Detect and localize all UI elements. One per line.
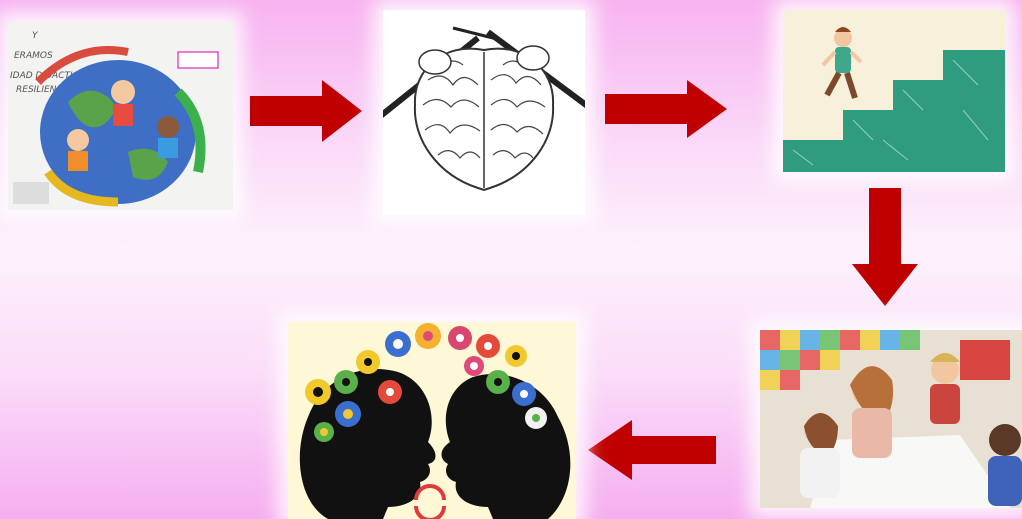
arrow-right-icon xyxy=(605,80,727,138)
globe-drawing-illustration: Y ERAMOS IDAD DIDACTI RESILIEN xyxy=(8,22,233,210)
brain-with-needles-illustration xyxy=(383,10,585,215)
brain-knitting-illustration xyxy=(383,10,585,215)
two-heads-with-gears-silhouette xyxy=(288,322,576,519)
child-climbing-stairs-illustration xyxy=(783,10,1005,172)
arrow-left-icon xyxy=(588,420,716,480)
drawing-of-children-around-globe: Y ERAMOS IDAD DIDACTI RESILIEN xyxy=(8,22,233,210)
arrow-right-shape xyxy=(250,80,362,142)
arrow-down-shape xyxy=(852,188,918,306)
classroom-photo-illustration xyxy=(760,330,1022,508)
svg-text:ERAMOS: ERAMOS xyxy=(14,51,53,61)
arrow-down-icon xyxy=(852,188,918,306)
teacher-with-children-drawing-photo xyxy=(760,330,1022,508)
arrow-right-shape xyxy=(605,80,727,138)
stairs-illustration xyxy=(783,10,1005,172)
svg-text:RESILIEN: RESILIEN xyxy=(16,85,57,95)
arrow-right-icon xyxy=(250,80,362,142)
arrow-left-shape xyxy=(588,420,716,480)
heads-gears-illustration xyxy=(288,322,576,519)
